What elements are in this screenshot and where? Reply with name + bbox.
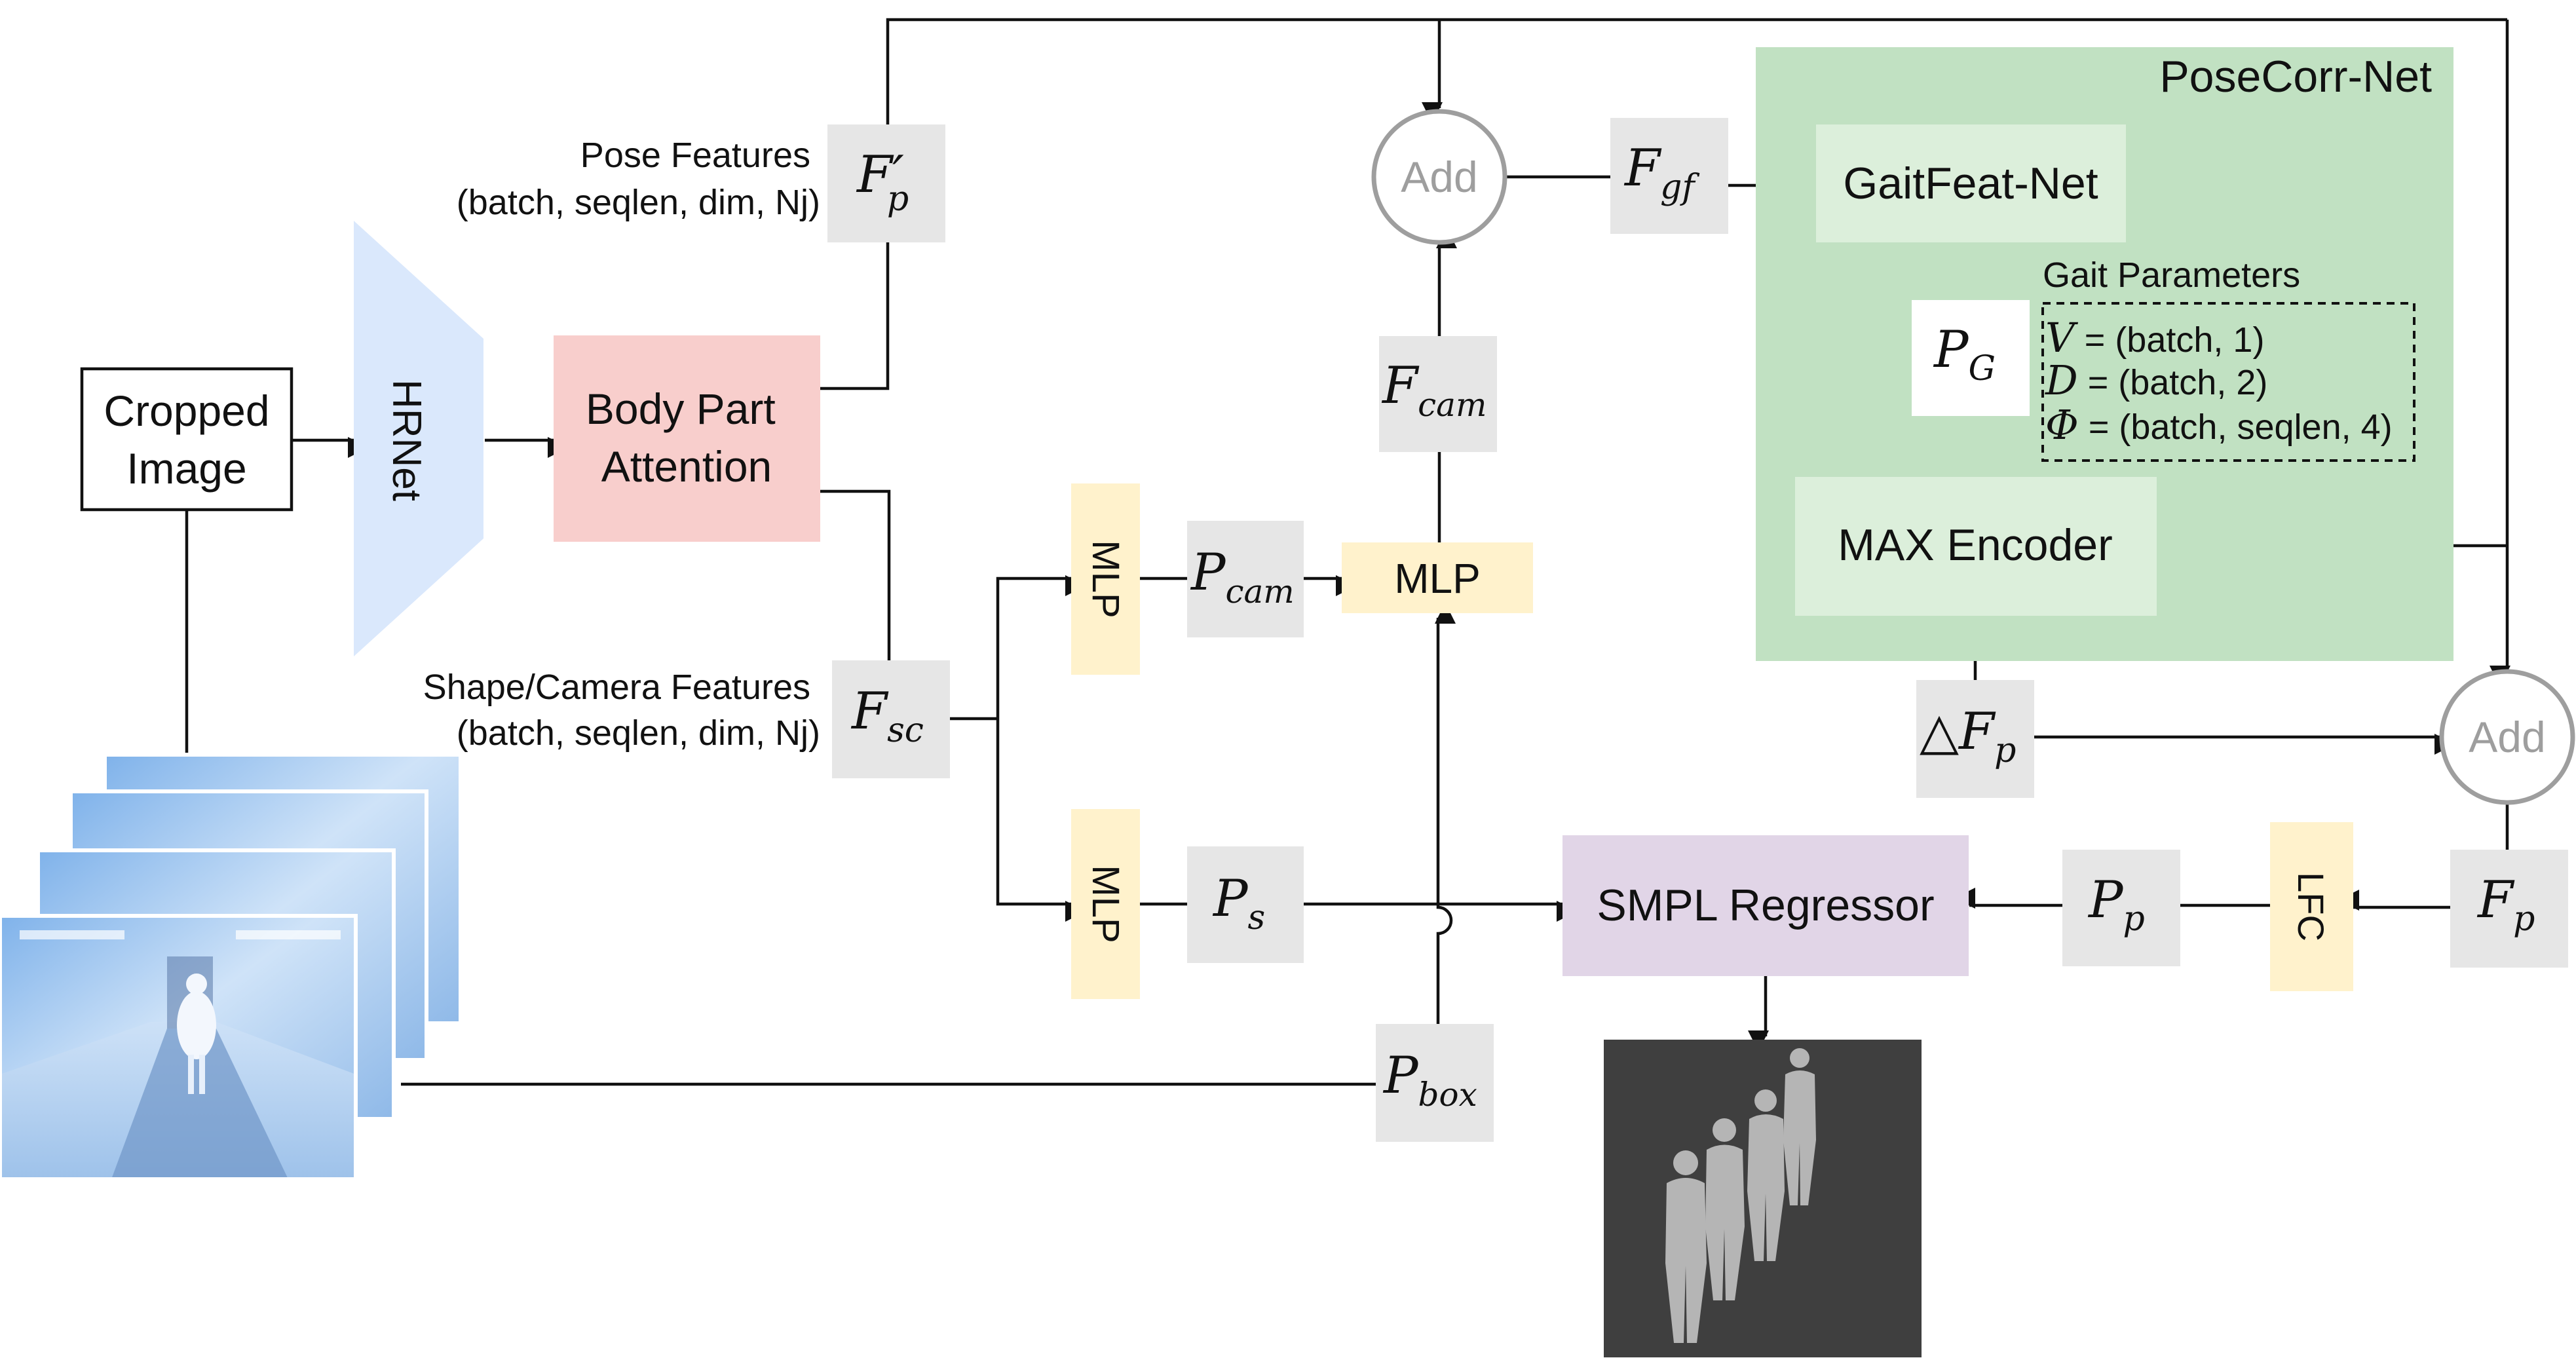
label-line: (batch, seqlen, dim, Nj) bbox=[457, 713, 820, 753]
svg-text:Fgf: Fgf bbox=[1623, 139, 1699, 207]
shape-camera-features-label: Shape/Camera Features (batch, seqlen, di… bbox=[423, 668, 820, 753]
add-upper-label: Add bbox=[1401, 153, 1477, 201]
pp-block: Pp bbox=[2062, 850, 2180, 966]
mlp-camera-block: MLP bbox=[1071, 483, 1140, 675]
svg-text:△Fp: △Fp bbox=[1920, 702, 2016, 770]
gaitfeat-net-label: GaitFeat-Net bbox=[1843, 159, 2098, 208]
hrnet-label: HRNet bbox=[384, 379, 429, 501]
add-lower-label: Add bbox=[2469, 713, 2545, 761]
ps-block: Ps bbox=[1187, 846, 1304, 963]
edge-split-mlp1 bbox=[996, 575, 1087, 719]
fgf-block: Fgf bbox=[1610, 118, 1728, 234]
pose-features-label: Pose Features (batch, seqlen, dim, Nj) bbox=[457, 136, 820, 222]
label-line: Pose Features bbox=[580, 136, 810, 175]
svg-text:Fp: Fp bbox=[2476, 871, 2535, 939]
label-line: Cropped bbox=[104, 387, 269, 435]
svg-text:Pcam: Pcam bbox=[1190, 543, 1295, 611]
edge-split-mlp2 bbox=[996, 719, 1087, 922]
mlp-fusion-label: MLP bbox=[1394, 555, 1481, 602]
mlp-shape-block: MLP bbox=[1071, 809, 1140, 999]
gait-param-d: D = (batch, 2) bbox=[2045, 356, 2267, 404]
pbox-block: Pbox bbox=[1376, 1024, 1494, 1142]
mlp-shape-label: MLP bbox=[1084, 865, 1127, 943]
body-part-attention-label: Body Part Attention bbox=[586, 385, 787, 491]
smpl-regressor-label: SMPL Regressor bbox=[1597, 880, 1934, 930]
fp-prime-block: F′p bbox=[827, 124, 945, 242]
mlp-camera-label: MLP bbox=[1084, 540, 1127, 618]
video-frames-stack bbox=[0, 753, 463, 1181]
hrnet-node: HRNet bbox=[354, 221, 483, 656]
pg-symbol: PG bbox=[1933, 320, 1996, 388]
pcam-block: Pcam bbox=[1187, 521, 1304, 637]
mlp-fusion-block: MLP bbox=[1342, 542, 1533, 613]
svg-text:Pbox: Pbox bbox=[1382, 1046, 1477, 1114]
posecorr-net-title: PoseCorr-Net bbox=[2159, 52, 2432, 102]
label-line: (batch, seqlen, dim, Nj) bbox=[457, 183, 820, 222]
label-line: Image bbox=[126, 444, 246, 493]
add-node-upper: Add bbox=[1371, 109, 1507, 245]
label-line: Attention bbox=[601, 442, 772, 491]
svg-text:F′p: F′p bbox=[856, 145, 909, 219]
svg-text:Ps: Ps bbox=[1212, 869, 1265, 937]
fsc-block: Fsc bbox=[832, 660, 950, 778]
gait-param-v: V = (batch, 1) bbox=[2045, 314, 2264, 362]
edge-attention-fsc bbox=[820, 489, 891, 660]
svg-text:Pp: Pp bbox=[2087, 871, 2145, 939]
lfc-label: LFC bbox=[2290, 872, 2332, 941]
label-line: Body Part bbox=[586, 385, 776, 433]
label-line: Shape/Camera Features bbox=[423, 668, 810, 707]
gait-param-phi: Φ = (batch, seqlen, 4) bbox=[2045, 401, 2393, 449]
fp-block: Fp bbox=[2450, 850, 2568, 968]
delta-fp-block: △Fp bbox=[1916, 680, 2034, 798]
add-node-lower: Add bbox=[2439, 669, 2575, 805]
max-encoder-label: MAX Encoder bbox=[1838, 520, 2113, 570]
posecorr-net-container: PoseCorr-Net GaitFeat-Net MAX Encoder PG… bbox=[1756, 47, 2453, 661]
smpl-mesh-output bbox=[1604, 1040, 1922, 1357]
edge-pbox-mlp bbox=[1435, 602, 1456, 1024]
smpl-regressor-node: SMPL Regressor bbox=[1563, 835, 1969, 976]
lfc-block: LFC bbox=[2270, 822, 2353, 991]
gait-parameters-title: Gait Parameters bbox=[2043, 255, 2300, 295]
svg-text:Fsc: Fsc bbox=[850, 682, 924, 750]
body-part-attention-node: Body Part Attention bbox=[554, 335, 820, 542]
svg-text:Fcam: Fcam bbox=[1381, 356, 1487, 424]
fcam-block: Fcam bbox=[1379, 336, 1497, 452]
